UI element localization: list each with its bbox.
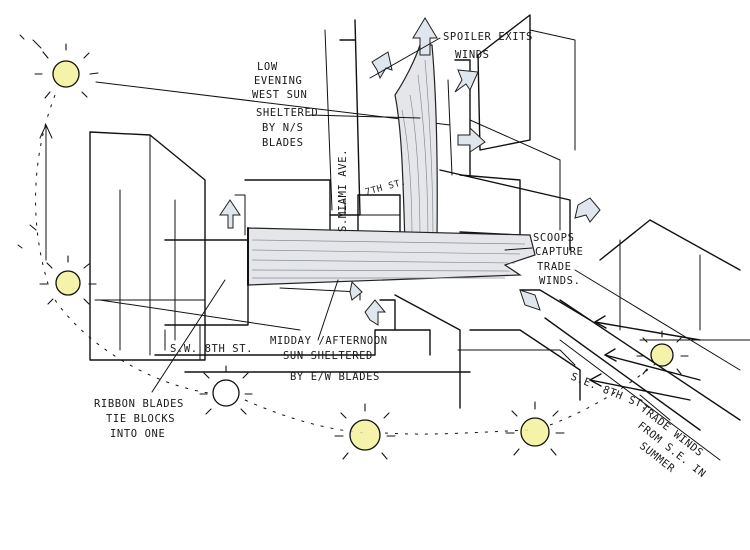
label-line: SUN SHELTERED	[283, 350, 373, 362]
label-line: CAPTURE	[535, 246, 583, 258]
sun-icon	[636, 330, 689, 375]
label-midday-sun: MIDDAY /AFTERNOON SUN SHELTERED BY E/W B…	[270, 335, 388, 383]
label-line: MIDDAY /AFTERNOON	[270, 335, 388, 347]
sun-icon	[39, 255, 97, 305]
label-line: RIBBON BLADES	[94, 398, 184, 410]
ew-ribbon-blades	[247, 199, 536, 301]
sun-icon	[34, 43, 99, 99]
wind-arrow-icon	[219, 199, 241, 229]
sun-icon	[334, 403, 396, 460]
label-line: TRADE	[537, 261, 572, 273]
label-line: INTO ONE	[110, 428, 165, 440]
label-line: BLADES	[262, 137, 304, 149]
label-line: LOW	[257, 61, 278, 73]
street-label-miami-ave: S.MIAMI AVE.	[337, 149, 349, 232]
sun-icon	[199, 365, 253, 415]
leader-lines	[151, 37, 671, 421]
wind-arrow-icon	[454, 69, 479, 93]
label-line: WEST SUN	[252, 89, 307, 101]
sun-icon	[505, 401, 565, 456]
label-line: WINDS	[455, 49, 490, 61]
wind-arrow-icon	[412, 17, 438, 56]
label-ribbon-blades: RIBBON BLADES TIE BLOCKS INTO ONE	[94, 398, 184, 440]
label-line: TIE BLOCKS	[106, 413, 175, 425]
label-line: SCOOPS	[533, 232, 575, 244]
wind-arrow-icon	[349, 280, 363, 301]
wind-arrow-icon	[574, 197, 601, 223]
wind-arrow-icon	[364, 299, 387, 326]
label-line: SPOILER EXITS	[443, 31, 533, 43]
label-line: BY E/W BLADES	[290, 371, 380, 383]
label-scoops: SCOOPS CAPTURE TRADE WINDS.	[533, 232, 583, 287]
label-line: BY N/S	[262, 122, 304, 134]
label-spoiler-exits: SPOILER EXITS WINDS	[443, 31, 533, 61]
label-trade-winds: TRADE WINDS FROM S.E. IN SUMMER	[635, 403, 708, 480]
street-label-sw-8th: S.W. 8TH ST.	[170, 343, 253, 355]
label-low-evening-sun: LOW EVENING WEST SUN SHELTERED BY N/S BL…	[252, 61, 318, 149]
wind-arrow-icon	[457, 126, 486, 153]
ns-blade	[394, 44, 438, 246]
label-line: SHELTERED	[256, 107, 318, 119]
wind-arrow-icon	[371, 51, 393, 80]
label-line: EVENING	[254, 75, 302, 87]
wind-arrow-icon	[519, 289, 541, 311]
label-line: WINDS.	[539, 275, 581, 287]
